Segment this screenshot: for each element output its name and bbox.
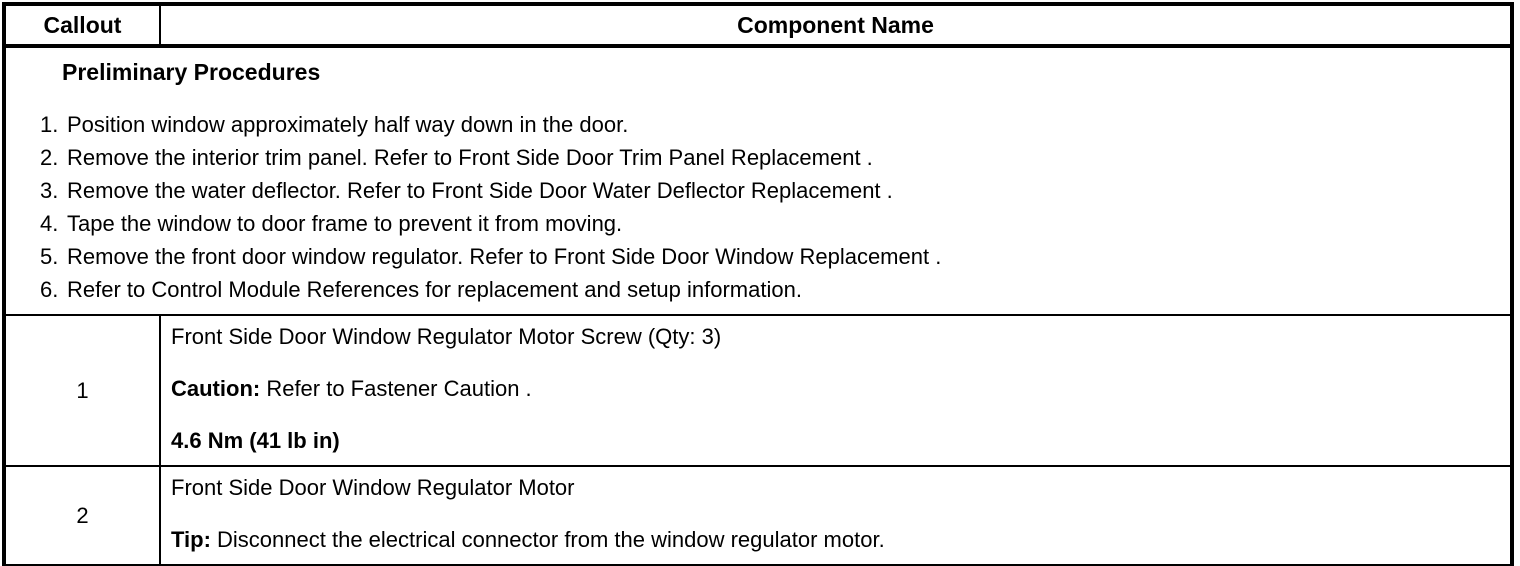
step-text: Remove the water deflector. Refer to Fro…: [67, 178, 893, 203]
callout-column-header: Callout: [4, 4, 161, 48]
caution-note: Caution: Refer to Fastener Caution .: [171, 377, 1496, 401]
caution-label: Caution:: [171, 376, 261, 401]
step-text: Tape the window to door frame to prevent…: [67, 211, 623, 236]
tip-label: Tip:: [171, 527, 211, 552]
callout-number-1: 1: [4, 315, 161, 467]
preliminary-steps-list: 1. Position window approximately half wa…: [40, 108, 1490, 306]
preliminary-procedures-title: Preliminary Procedures: [62, 59, 321, 85]
step-number: 5.: [40, 244, 59, 269]
component-cell-2: Front Side Door Window Regulator Motor T…: [160, 466, 1512, 566]
preliminary-procedures-cell: Preliminary Procedures 1. Position windo…: [4, 46, 1512, 316]
preliminary-step-6: 6. Refer to Control Module References fo…: [40, 273, 1490, 306]
torque-spec: 4.6 Nm (41 lb in): [171, 428, 340, 453]
step-number: 4.: [40, 211, 59, 236]
preliminary-step-4: 4. Tape the window to door frame to prev…: [40, 207, 1490, 240]
step-number: 6.: [40, 277, 59, 302]
preliminary-step-2: 2. Remove the interior trim panel. Refer…: [40, 141, 1490, 174]
step-number: 3.: [40, 178, 59, 203]
preliminary-step-5: 5. Remove the front door window regulato…: [40, 240, 1490, 273]
callout-number-2: 2: [4, 466, 161, 566]
step-text: Remove the front door window regulator. …: [67, 244, 942, 269]
step-number: 2.: [40, 145, 59, 170]
step-number: 1.: [40, 112, 59, 137]
component-name-text: Front Side Door Window Regulator Motor: [171, 475, 575, 500]
preliminary-step-3: 3. Remove the water deflector. Refer to …: [40, 174, 1490, 207]
step-text: Remove the interior trim panel. Refer to…: [67, 145, 873, 170]
step-text: Refer to Control Module References for r…: [67, 277, 802, 302]
component-name-column-header: Component Name: [160, 4, 1512, 48]
header-row: Callout Component Name: [4, 4, 1512, 48]
table-row-callout-2: 2 Front Side Door Window Regulator Motor…: [4, 466, 1512, 566]
preliminary-procedures-row: Preliminary Procedures 1. Position windo…: [4, 46, 1512, 316]
step-text: Position window approximately half way d…: [67, 112, 629, 137]
tip-note: Tip: Disconnect the electrical connector…: [171, 528, 1496, 552]
preliminary-step-1: 1. Position window approximately half wa…: [40, 108, 1490, 141]
tip-text: Disconnect the electrical connector from…: [210, 527, 885, 552]
caution-text: Refer to Fastener Caution .: [260, 376, 532, 401]
component-name-text: Front Side Door Window Regulator Motor S…: [171, 324, 722, 349]
table-row-callout-1: 1 Front Side Door Window Regulator Motor…: [4, 315, 1512, 467]
component-cell-1: Front Side Door Window Regulator Motor S…: [160, 315, 1512, 467]
